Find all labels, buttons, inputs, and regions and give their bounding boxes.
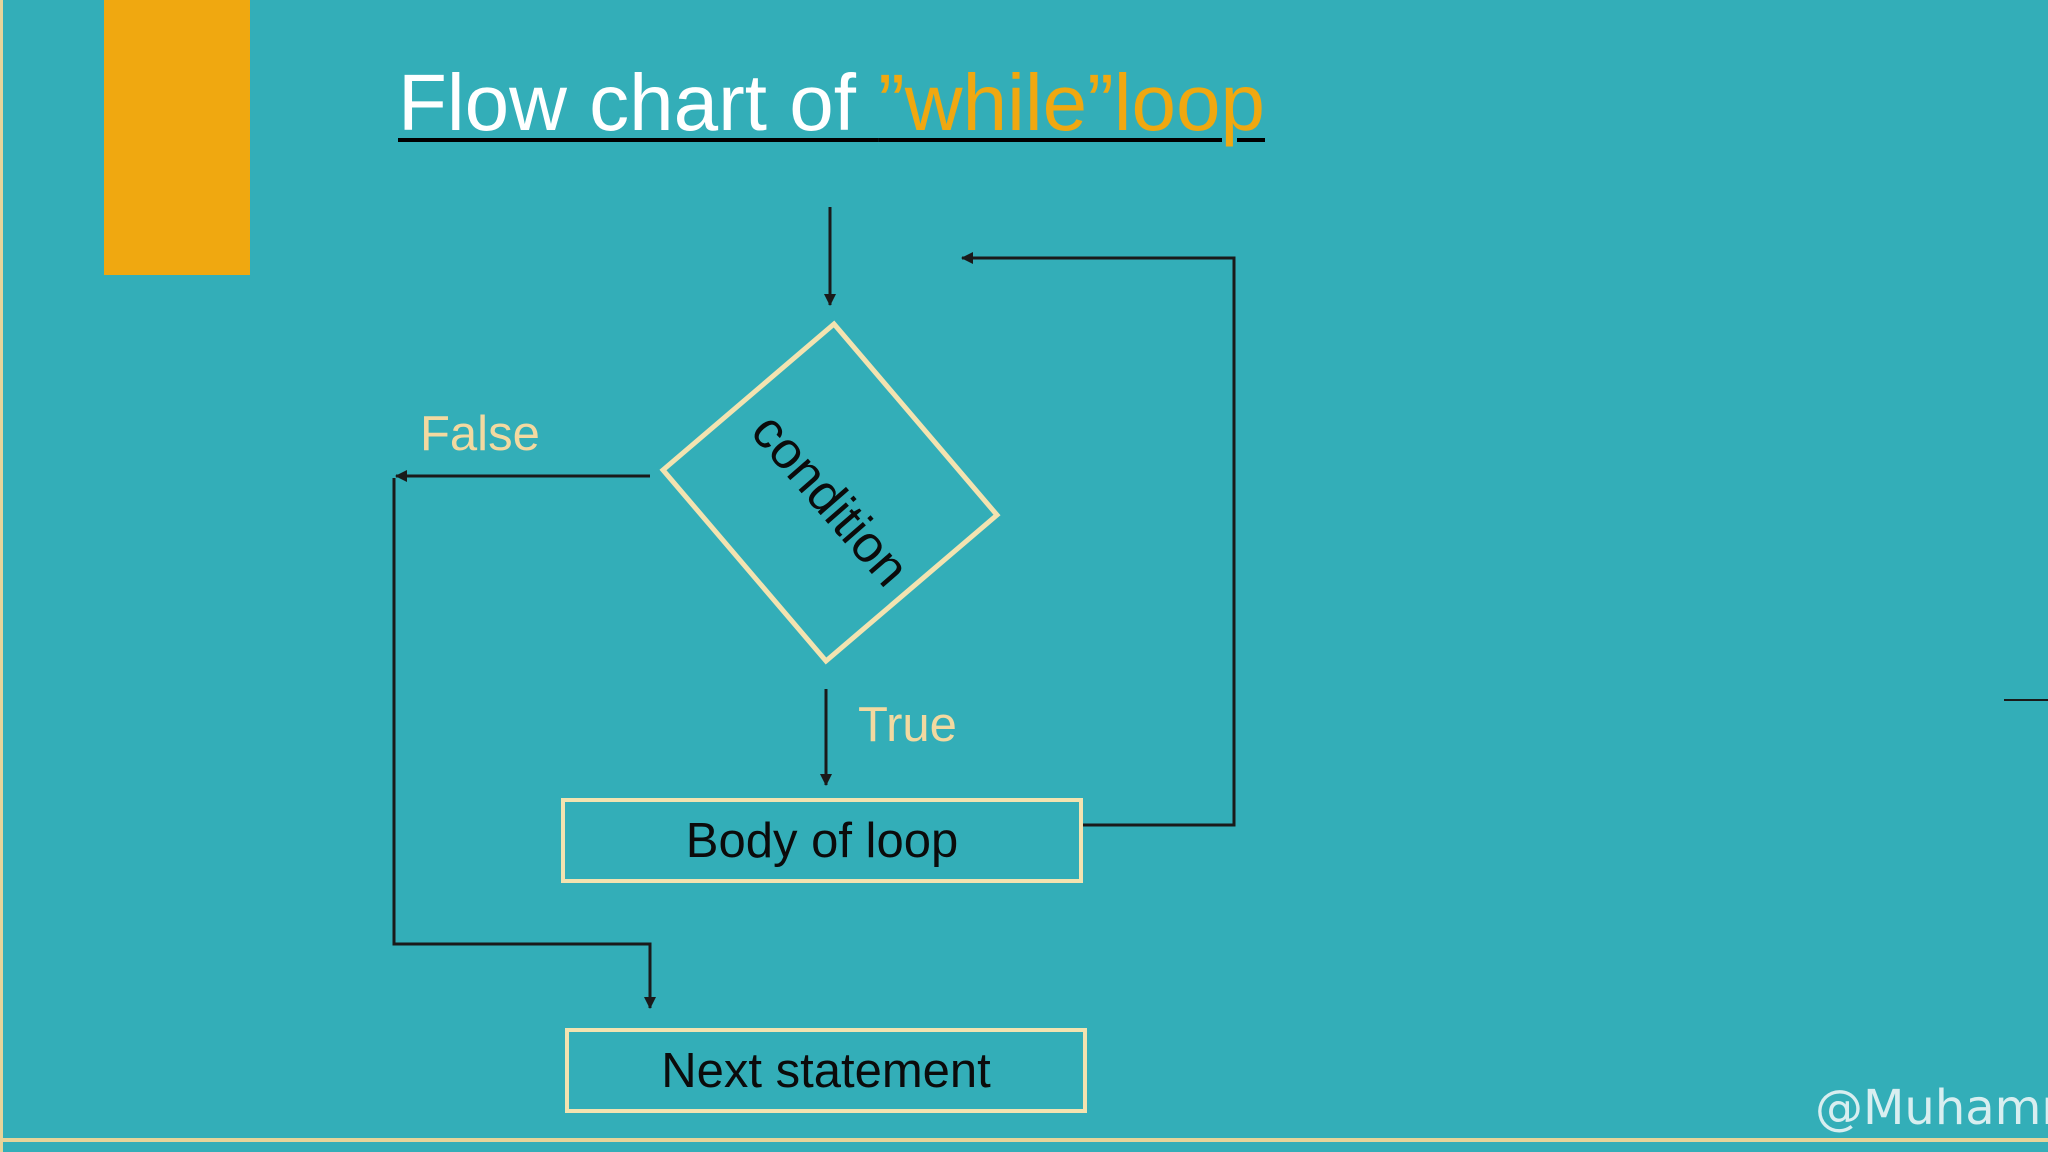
accent-block — [104, 0, 250, 275]
bottom-border — [0, 1138, 2048, 1142]
body-of-loop-label: Body of loop — [685, 813, 959, 868]
loop-back-line — [961, 252, 1236, 827]
body-of-loop-box: Body of loop — [561, 798, 1083, 883]
edge-connector-line — [2004, 699, 2048, 701]
next-statement-label: Next statement — [661, 1043, 991, 1098]
title-highlight-text: ”while”loop — [878, 58, 1265, 147]
decision-diamond — [659, 320, 1001, 665]
title-plain-text: Flow chart of — [398, 58, 879, 147]
false-label: False — [420, 407, 540, 461]
next-statement-box: Next statement — [565, 1028, 1087, 1113]
slide-title: Flow chart of ”while”loop — [398, 56, 1265, 150]
left-border — [0, 0, 3, 1152]
watermark-handle: @Muhamm — [1815, 1080, 2048, 1136]
true-label: True — [858, 698, 957, 752]
false-path-line — [392, 478, 656, 1009]
